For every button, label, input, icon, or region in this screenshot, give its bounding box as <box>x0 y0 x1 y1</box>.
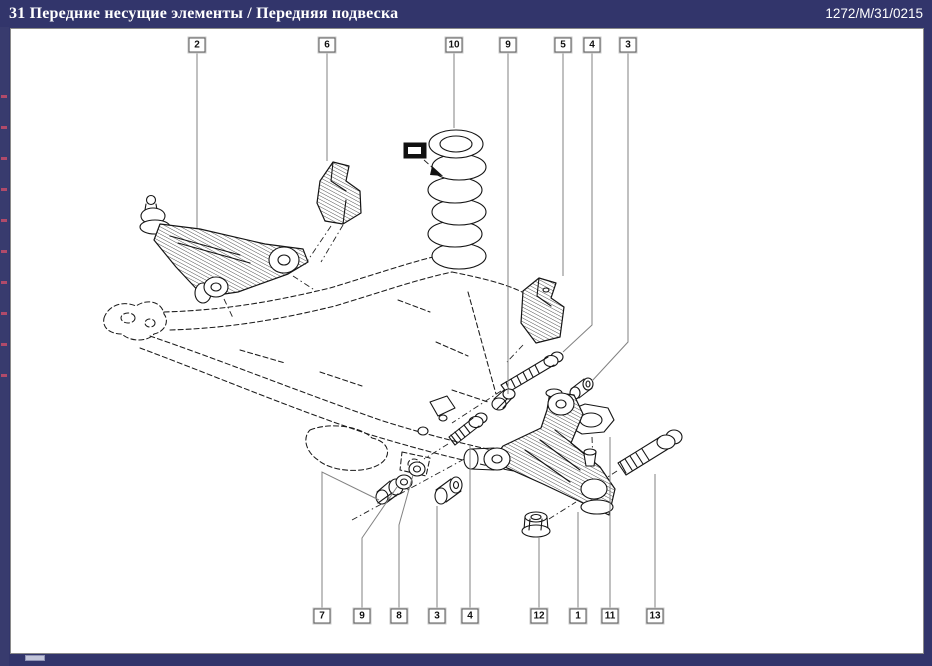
ruler-tick <box>1 374 7 377</box>
left-ruler-strip <box>0 27 9 666</box>
ruler-tick <box>1 188 7 191</box>
diagram-canvas <box>10 28 924 654</box>
callout-11[interactable]: 11 <box>601 608 619 624</box>
callout-13[interactable]: 13 <box>646 608 664 624</box>
callout-9[interactable]: 9 <box>353 608 371 624</box>
page-title: 31 Передние несущие элементы / Передняя … <box>9 4 399 22</box>
callout-3[interactable]: 3 <box>428 608 446 624</box>
ruler-tick <box>1 95 7 98</box>
callout-10[interactable]: 10 <box>445 37 463 53</box>
ruler-tick <box>1 343 7 346</box>
ruler-tick <box>1 157 7 160</box>
callout-8[interactable]: 8 <box>390 608 408 624</box>
ruler-tick <box>1 281 7 284</box>
scrollbar-thumb[interactable] <box>25 655 45 661</box>
callout-5[interactable]: 5 <box>554 37 572 53</box>
callout-3[interactable]: 3 <box>619 37 637 53</box>
ruler-tick <box>1 312 7 315</box>
document-number: 1272/M/31/0215 <box>825 6 923 21</box>
ruler-tick <box>1 126 7 129</box>
callout-2[interactable]: 2 <box>188 37 206 53</box>
callout-6[interactable]: 6 <box>318 37 336 53</box>
callout-1[interactable]: 1 <box>569 608 587 624</box>
callout-4[interactable]: 4 <box>583 37 601 53</box>
title-bar: 31 Передние несущие элементы / Передняя … <box>0 0 932 27</box>
callout-9[interactable]: 9 <box>499 37 517 53</box>
ruler-tick <box>1 250 7 253</box>
callout-12[interactable]: 12 <box>530 608 548 624</box>
callout-4[interactable]: 4 <box>461 608 479 624</box>
callout-7[interactable]: 7 <box>313 608 331 624</box>
ruler-tick <box>1 219 7 222</box>
